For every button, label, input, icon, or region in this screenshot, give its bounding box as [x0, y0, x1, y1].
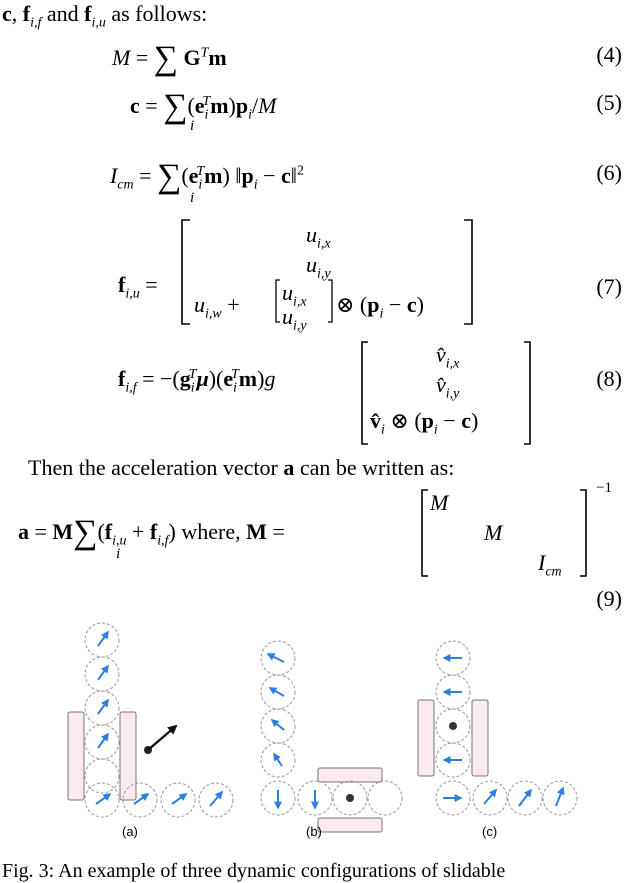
figure-diagram — [67, 622, 578, 833]
configuration-b — [260, 640, 403, 833]
eq6-number: (6) — [596, 160, 622, 185]
where-word: where, — [181, 519, 241, 544]
label-b: (b) — [306, 824, 322, 839]
eq7-number: (7) — [596, 274, 622, 299]
eq5-number: (5) — [596, 90, 622, 115]
eq8-number: (8) — [596, 366, 622, 391]
figure-caption: Fig. 3: An example of three dynamic conf… — [2, 860, 506, 882]
eq4-number: (4) — [596, 42, 622, 67]
paragraph-text: Then the acceleration vector a can be wr… — [28, 455, 455, 480]
label-c: (c) — [482, 824, 498, 839]
label-a: (a) — [122, 824, 138, 839]
configuration-c — [417, 640, 578, 816]
configuration-a — [67, 622, 234, 818]
eq9-number: (9) — [596, 586, 622, 611]
figure-3: (a) (b) (c) — [0, 610, 640, 880]
intro-line: c, fi,f and fi,u as follows: — [2, 1, 208, 31]
